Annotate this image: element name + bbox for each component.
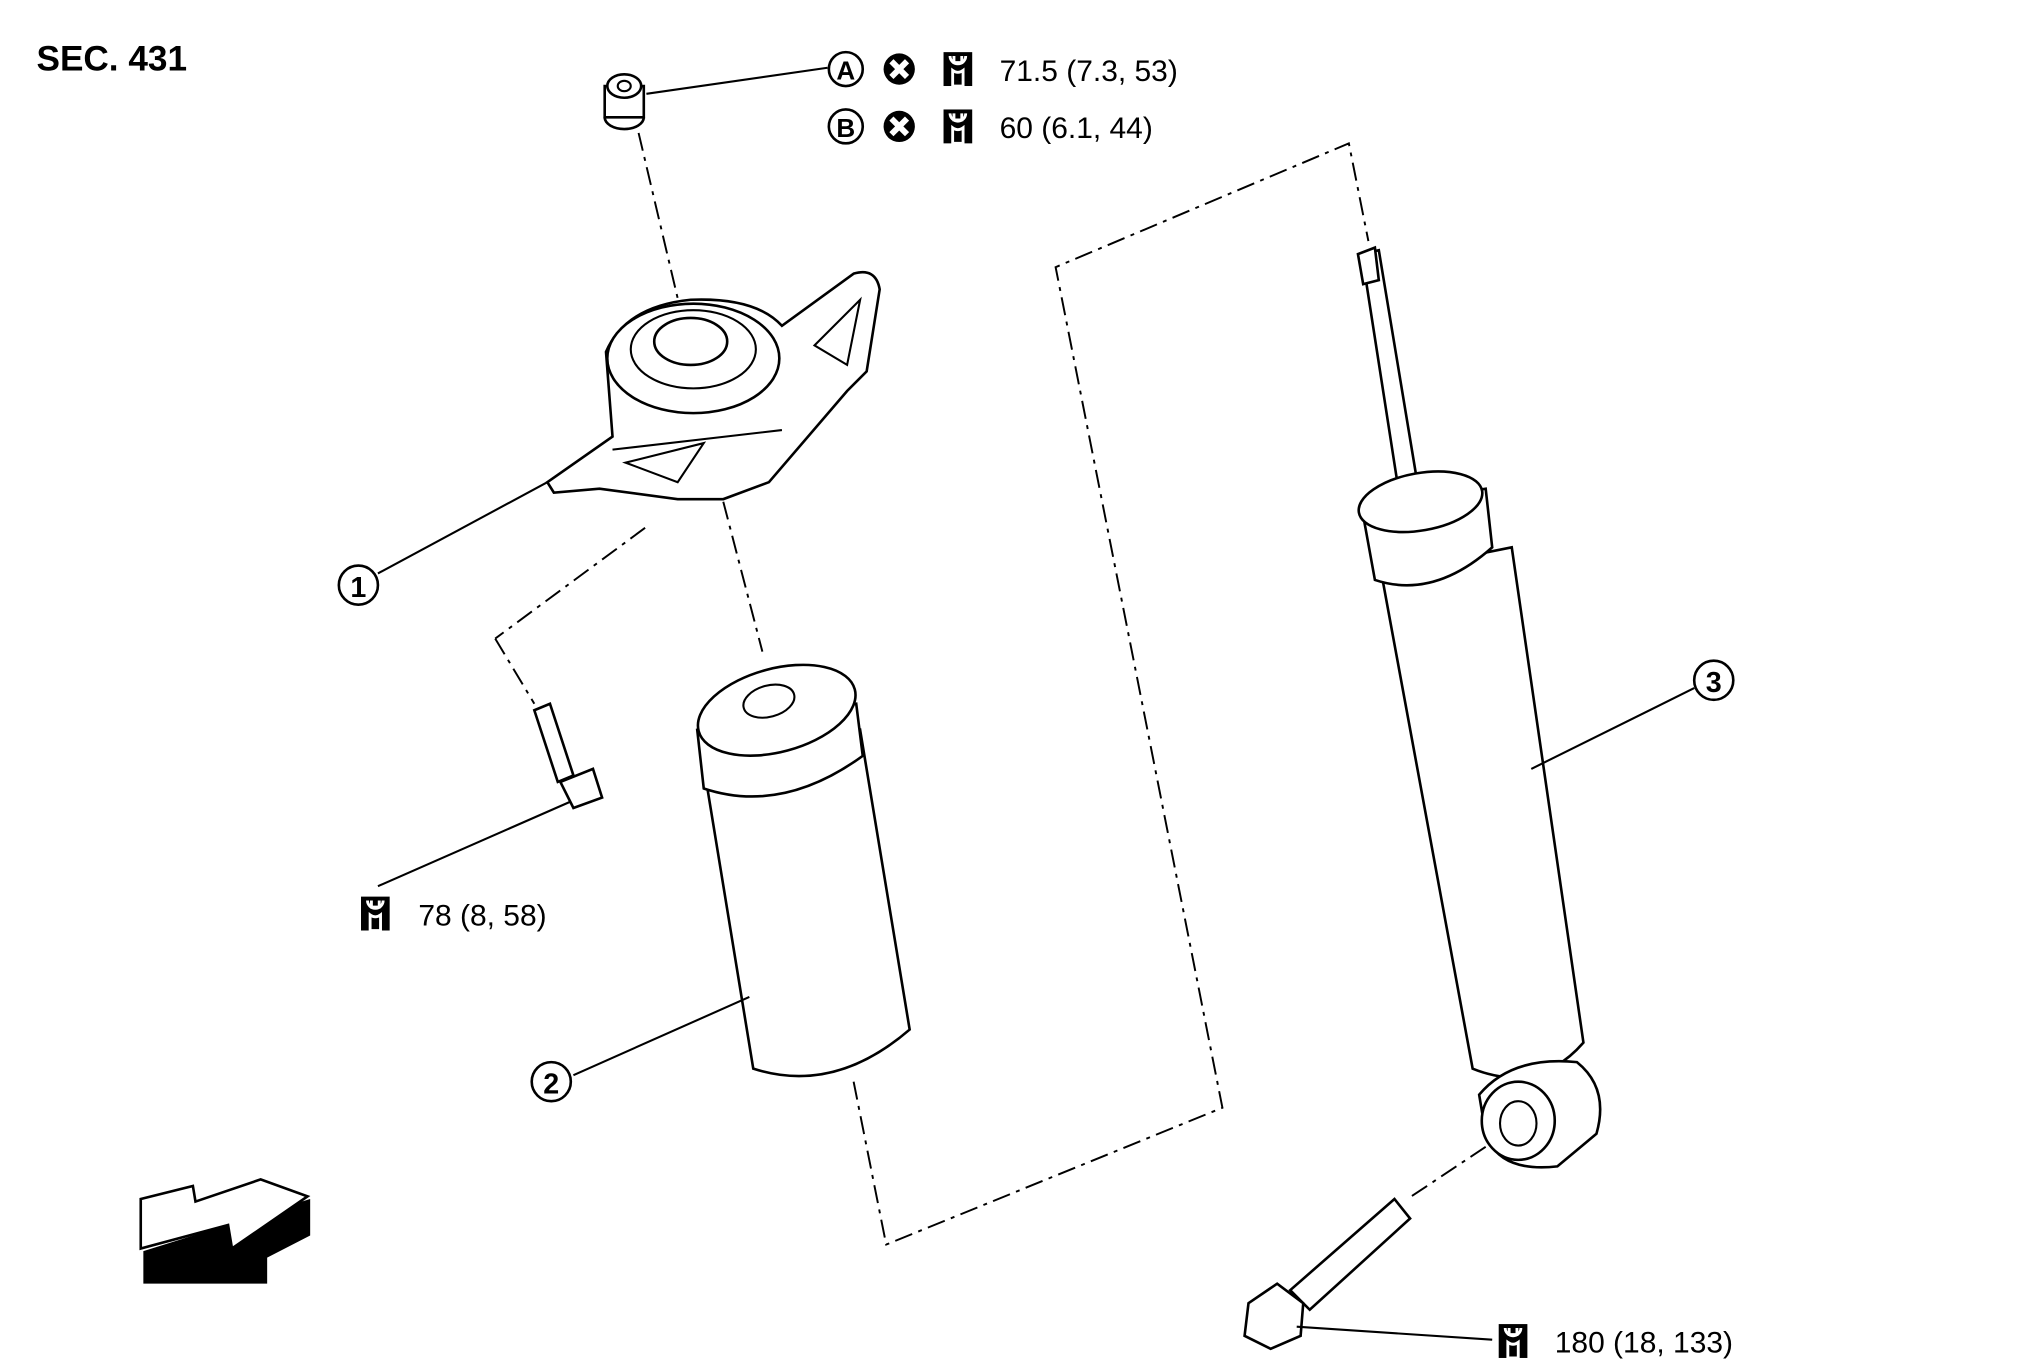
do-not-reuse-icon bbox=[884, 111, 915, 142]
torque-spec-mount-bolt: 78 (8, 58) bbox=[359, 895, 547, 932]
torque-spec-lower-bolt: 180 (18, 133) bbox=[1497, 1322, 1733, 1360]
svg-text:A: A bbox=[836, 56, 855, 86]
circled-letter-icon bbox=[827, 50, 865, 88]
front-direction-arrow-icon bbox=[139, 1178, 311, 1284]
circled-letter-icon bbox=[827, 108, 865, 145]
torque-wrench-icon bbox=[942, 50, 974, 88]
svg-text:78 (8, 58): 78 (8, 58) bbox=[418, 899, 546, 932]
torque-wrench-icon bbox=[359, 895, 392, 932]
callout-3 bbox=[1692, 659, 1735, 702]
lower-bolt bbox=[1243, 1197, 1412, 1351]
torque-spec-a: A 71.5 (7.3, 53) bbox=[827, 50, 1178, 88]
bump-stop bbox=[695, 663, 912, 1078]
svg-text:60 (6.1, 44): 60 (6.1, 44) bbox=[1000, 112, 1153, 145]
upper-mount-bracket bbox=[545, 270, 881, 501]
torque-wrench-icon bbox=[942, 108, 974, 145]
callout-2 bbox=[530, 1060, 573, 1103]
do-not-reuse-icon bbox=[884, 53, 915, 84]
svg-text:1: 1 bbox=[350, 572, 366, 604]
svg-text:71.5 (7.3, 53): 71.5 (7.3, 53) bbox=[1000, 55, 1178, 88]
svg-text:B: B bbox=[836, 113, 855, 143]
torque-spec-b: B 60 (6.1, 44) bbox=[827, 108, 1153, 145]
shock-absorber bbox=[1356, 245, 1602, 1169]
torque-wrench-icon bbox=[1497, 1322, 1529, 1360]
callout-1 bbox=[337, 564, 380, 607]
mount-bolt bbox=[532, 701, 604, 810]
svg-text:2: 2 bbox=[543, 1068, 559, 1100]
svg-text:180 (18, 133): 180 (18, 133) bbox=[1555, 1327, 1733, 1360]
top-nut bbox=[603, 72, 646, 131]
svg-text:3: 3 bbox=[1706, 667, 1722, 699]
section-label: SEC. 431 bbox=[36, 39, 187, 78]
